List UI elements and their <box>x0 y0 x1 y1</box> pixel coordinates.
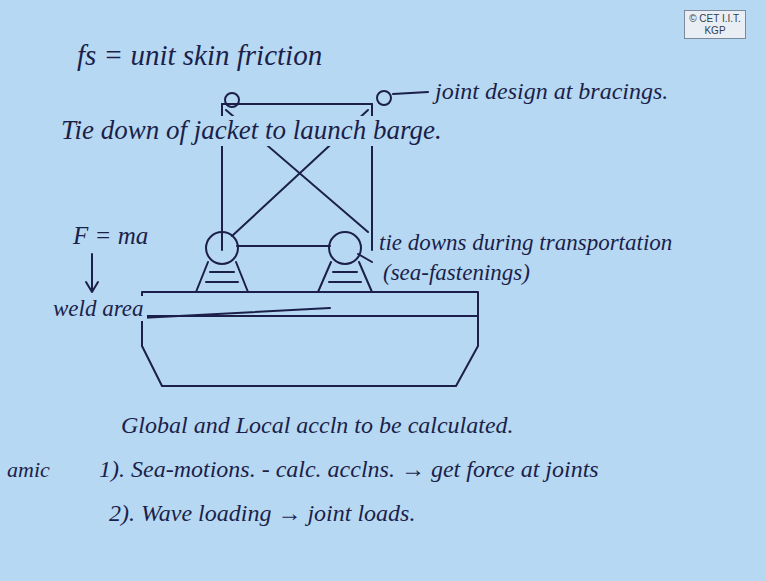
launch-barge <box>142 292 478 386</box>
handwritten-note: Global and Local accln to be calculated. <box>118 412 517 438</box>
handwritten-note: joint design at bracings. <box>432 78 671 104</box>
joint-circle <box>225 93 239 107</box>
leader-line <box>358 254 372 262</box>
leader-line <box>393 92 428 94</box>
jacket-brace <box>237 245 330 247</box>
leader-line <box>140 308 330 318</box>
jacket-leg-end <box>329 232 361 264</box>
arrow-head <box>86 282 98 292</box>
arrow-line <box>91 254 93 290</box>
handwritten-note: tie downs during transportation <box>376 230 675 255</box>
handwritten-note: 1). Sea-motions. - calc. acclns. → get f… <box>96 456 602 482</box>
handwritten-note: 2). Wave loading → joint loads. <box>106 500 418 526</box>
handwritten-note: F = ma <box>70 222 151 250</box>
handwritten-note: fs = unit skin friction <box>74 40 325 72</box>
jacket-brace <box>222 103 372 105</box>
jacket-leg-end <box>206 232 238 264</box>
logo-text: © CET I.I.T. KGP <box>689 13 741 36</box>
sea-fastening <box>196 262 248 292</box>
handwritten-note: weld area <box>50 296 147 321</box>
handwritten-note: (sea-fastenings) <box>380 260 533 285</box>
joint-circle <box>377 91 391 105</box>
handwritten-note: Tie down of jacket to launch barge. <box>58 116 445 146</box>
handwritten-note: amic <box>4 458 53 482</box>
logo-box: © CET I.I.T. KGP <box>684 10 746 39</box>
sea-fastening <box>318 262 372 292</box>
